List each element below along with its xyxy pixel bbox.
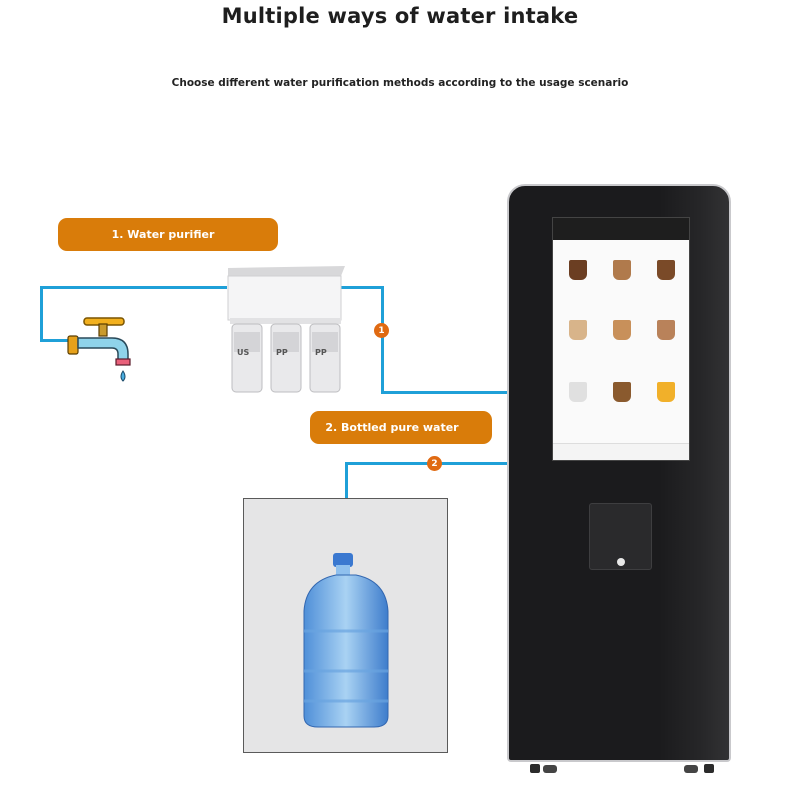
- cup-dispenser: [589, 503, 652, 570]
- water-bottle-icon: [298, 551, 394, 731]
- filter-label-pp-1: PP: [276, 348, 288, 357]
- screen-bottom-bar: [553, 443, 689, 460]
- dispenser-indicator: [617, 558, 625, 566]
- drink-item[interactable]: [569, 320, 587, 340]
- method-2-badge: 2: [427, 456, 442, 471]
- pipe-faucet-top: [40, 286, 227, 289]
- pipe-faucet-bottom: [40, 339, 78, 342]
- method-1-badge: 1: [374, 323, 389, 338]
- pipe-purifier-out-top: [340, 286, 384, 289]
- page-title: Multiple ways of water intake: [221, 4, 579, 28]
- water-purifier-icon: US PP PP: [222, 262, 347, 397]
- drink-item[interactable]: [613, 382, 631, 402]
- method-bottled-water-label: 2. Bottled pure water: [310, 411, 492, 444]
- pipe-purifier-to-machine: [381, 391, 509, 394]
- drink-item[interactable]: [613, 260, 631, 280]
- method-water-purifier-label: 1. Water purifier: [58, 218, 278, 251]
- machine-foot: [530, 764, 540, 773]
- bottled-water-panel: [243, 498, 448, 753]
- drink-item[interactable]: [613, 320, 631, 340]
- machine-foot: [704, 764, 714, 773]
- filter-label-pp-2: PP: [315, 348, 327, 357]
- pipe-faucet-up: [40, 286, 43, 341]
- drink-item[interactable]: [657, 260, 675, 280]
- machine-wheel: [684, 765, 698, 773]
- machine-wheel: [543, 765, 557, 773]
- drink-item[interactable]: [657, 320, 675, 340]
- vending-machine-icon: [507, 184, 731, 762]
- filter-label-us: US: [237, 348, 250, 357]
- drink-item[interactable]: [569, 382, 587, 402]
- drink-item[interactable]: [657, 382, 675, 402]
- page-subtitle: Choose different water purification meth…: [171, 77, 629, 89]
- faucet-icon: [66, 316, 136, 388]
- machine-touch-screen[interactable]: [552, 217, 690, 461]
- pipe-purifier-down: [381, 286, 384, 394]
- drink-item[interactable]: [569, 260, 587, 280]
- screen-top-bar: [553, 218, 689, 240]
